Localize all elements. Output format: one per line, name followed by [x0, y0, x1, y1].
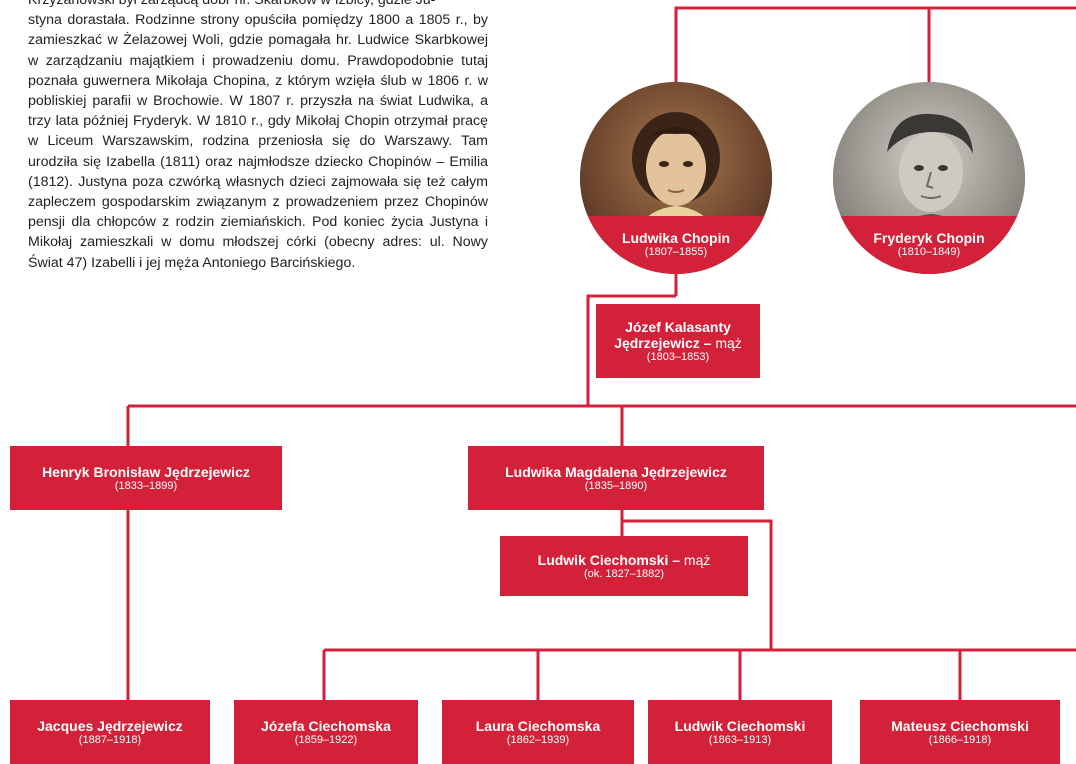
person-years: (1803–1853) [646, 351, 710, 363]
portrait-caption-fryderyk: Fryderyk Chopin (1810–1849) [833, 216, 1025, 274]
person-box-mateusz: Mateusz Ciechomski (1866–1918) [860, 700, 1060, 764]
person-years: (1863–1913) [708, 734, 772, 746]
bio-first-line: Krzyżanowski był zarządcą dóbr hr. Skarb… [28, 0, 436, 8]
person-name: Jacques Jędrzejewicz [37, 718, 183, 734]
portrait-fryderyk: Fryderyk Chopin (1810–1849) [833, 82, 1025, 274]
person-box-jozef: Józef Kalasanty Jędrzejewicz – mąż (1803… [596, 304, 760, 378]
person-name: Ludwik Ciechomski [674, 718, 806, 734]
person-box-henryk: Henryk Bronisław Jędrzejewicz (1833–1899… [10, 446, 282, 510]
portrait-ludwika: Ludwika Chopin (1807–1855) [580, 82, 772, 274]
person-name: Józefa Ciechomska [261, 718, 391, 734]
person-name: Mateusz Ciechomski [891, 718, 1029, 734]
person-box-ludwik-junior: Ludwik Ciechomski (1863–1913) [648, 700, 832, 764]
person-name: Henryk Bronisław Jędrzejewicz [42, 464, 250, 480]
person-box-ludwik-senior: Ludwik Ciechomski – mąż (ok. 1827–1882) [500, 536, 748, 596]
person-name-line2: Jędrzejewicz – [614, 335, 712, 351]
person-years: (1835–1890) [584, 480, 648, 492]
person-name: Ludwika Chopin [621, 230, 731, 246]
portrait-caption-ludwika: Ludwika Chopin (1807–1855) [580, 216, 772, 274]
person-box-laura: Laura Ciechomska (1862–1939) [442, 700, 634, 764]
person-box-ludwika-magdalena: Ludwika Magdalena Jędrzejewicz (1835–189… [468, 446, 764, 510]
person-years: (1859–1922) [294, 734, 358, 746]
connector-spouse2-right [622, 519, 773, 650]
relation-label: mąż [715, 335, 742, 351]
person-box-jacques: Jacques Jędrzejewicz (1887–1918) [10, 700, 210, 764]
biography-text: Krzyżanowski był zarządcą dóbr hr. Skarb… [28, 0, 488, 273]
connector-top-bar [674, 6, 1076, 82]
connector-spouse-left [586, 294, 676, 406]
person-years: (ok. 1827–1882) [583, 568, 665, 580]
person-years: (1866–1918) [928, 734, 992, 746]
bio-body: styna dorastała. Rodzinne strony opuścił… [28, 12, 488, 271]
person-years: (1887–1918) [78, 734, 142, 746]
person-name: Józef Kalasanty [625, 319, 731, 335]
person-name: Laura Ciechomska [475, 718, 601, 734]
person-years: (1833–1899) [114, 480, 178, 492]
person-name: Fryderyk Chopin [873, 230, 985, 246]
person-name: Ludwik Ciechomski – [537, 552, 681, 568]
person-years: (1810–1849) [897, 246, 961, 258]
person-years: (1807–1855) [644, 246, 708, 258]
person-years: (1862–1939) [506, 734, 570, 746]
person-box-jozefa: Józefa Ciechomska (1859–1922) [234, 700, 418, 764]
relation-label: mąż [683, 552, 711, 568]
person-name: Ludwika Magdalena Jędrzejewicz [505, 464, 727, 480]
